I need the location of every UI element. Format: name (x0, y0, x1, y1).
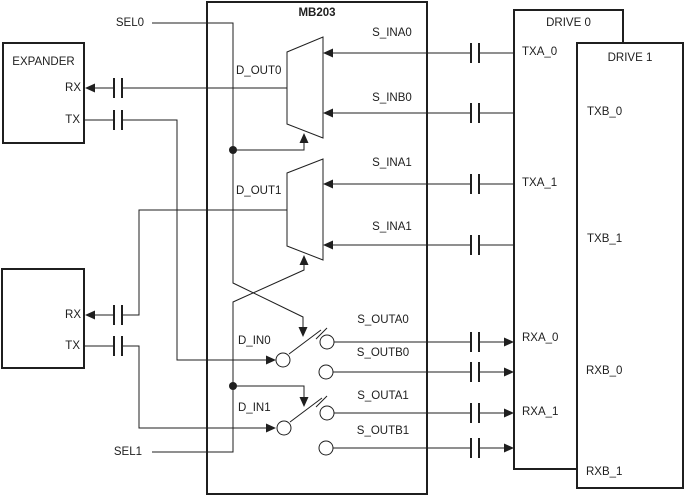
txa0-pin-label: TXA_0 (522, 46, 558, 58)
sel1-label: SEL1 (113, 446, 142, 458)
capacitor-icon (470, 43, 480, 63)
sel1-wire (152, 265, 305, 453)
capacitor-icon (470, 403, 480, 423)
arrowhead-icon (323, 179, 333, 189)
arrowhead-icon (323, 48, 333, 58)
capacitor-icon (470, 438, 480, 458)
drive1-title: DRIVE 1 (607, 52, 653, 64)
expander-bottom-box (1, 268, 85, 369)
arrowhead-icon (266, 355, 276, 365)
txb0-pin-label: TXB_0 (587, 106, 623, 118)
rxb0-pin-label: RXB_0 (586, 365, 623, 377)
mux1-symbol (286, 158, 324, 261)
capacitor-icon (470, 103, 480, 123)
expander-top-box (2, 42, 85, 144)
s-outb1-label: S_OUTB1 (356, 425, 410, 437)
capacitor-icon (113, 110, 123, 130)
s-ina0-label: S_INA0 (372, 27, 412, 39)
capacitor-icon (113, 78, 123, 98)
sel0-label: SEL0 (115, 17, 144, 29)
arrowhead-icon (85, 83, 95, 93)
capacitor-icon (470, 174, 480, 194)
arrowhead-icon (323, 240, 333, 250)
tx-to-d-in0-wire (84, 119, 266, 361)
junction-dot (229, 146, 237, 154)
s-ina1-dup-label: S_INA1 (372, 221, 412, 233)
s-outb0-label: S_OUTB0 (356, 347, 410, 359)
capacitor-icon (113, 305, 123, 325)
arrowhead-icon (299, 397, 309, 407)
capacitor-icon (470, 332, 480, 352)
txb1-pin-label: TXB_1 (587, 233, 623, 245)
s-inb0-label: S_INB0 (372, 92, 412, 104)
arrowhead-icon (299, 255, 309, 265)
arrowhead-icon (504, 337, 514, 347)
s-ina1-label: S_INA1 (372, 157, 412, 169)
d-in0-switch-icon (275, 327, 335, 380)
d-in0-pin-label: D_IN0 (238, 335, 271, 347)
capacitor-icon (113, 336, 123, 356)
capacitor-icon (470, 362, 480, 382)
mb203-title: MB203 (298, 7, 336, 19)
d-out1-pin-label: D_OUT1 (236, 185, 282, 197)
drive0-title: DRIVE 0 (546, 17, 591, 29)
d-in1-switch-icon (276, 395, 335, 456)
d-out1-wire (95, 209, 287, 316)
d-out0-pin-label: D_OUT0 (236, 65, 282, 77)
s-outa0-label: S_OUTA0 (357, 314, 409, 326)
mux0-symbol (286, 36, 324, 139)
rxa1-pin-label: RXA_1 (522, 406, 559, 418)
expander-top-rx-pin: RX (65, 82, 81, 94)
sel0-wire (152, 22, 305, 327)
arrowhead-icon (504, 443, 514, 453)
expander-top-title: EXPANDER (12, 56, 75, 68)
capacitor-icon (470, 235, 480, 255)
arrowhead-icon (266, 423, 276, 433)
expander-bottom-tx-pin: TX (65, 340, 80, 352)
d-in1-pin-label: D_IN1 (238, 402, 271, 414)
arrowhead-icon (504, 367, 514, 377)
drive1-box (576, 42, 684, 489)
arrowhead-icon (85, 310, 95, 320)
rxa0-pin-label: RXA_0 (522, 332, 559, 344)
tx-to-d-in1-wire (84, 345, 266, 429)
arrowhead-icon (298, 327, 308, 337)
txa1-pin-label: TXA_1 (522, 177, 558, 189)
rxb1-pin-label: RXB_1 (586, 466, 623, 478)
arrowhead-icon (323, 108, 333, 118)
junction-dot (229, 382, 237, 390)
expander-top-tx-pin: TX (65, 114, 80, 126)
expander-bottom-rx-pin: RX (65, 309, 81, 321)
arrowhead-icon (299, 133, 309, 143)
arrowhead-icon (504, 408, 514, 418)
s-outa1-label: S_OUTA1 (357, 390, 409, 402)
